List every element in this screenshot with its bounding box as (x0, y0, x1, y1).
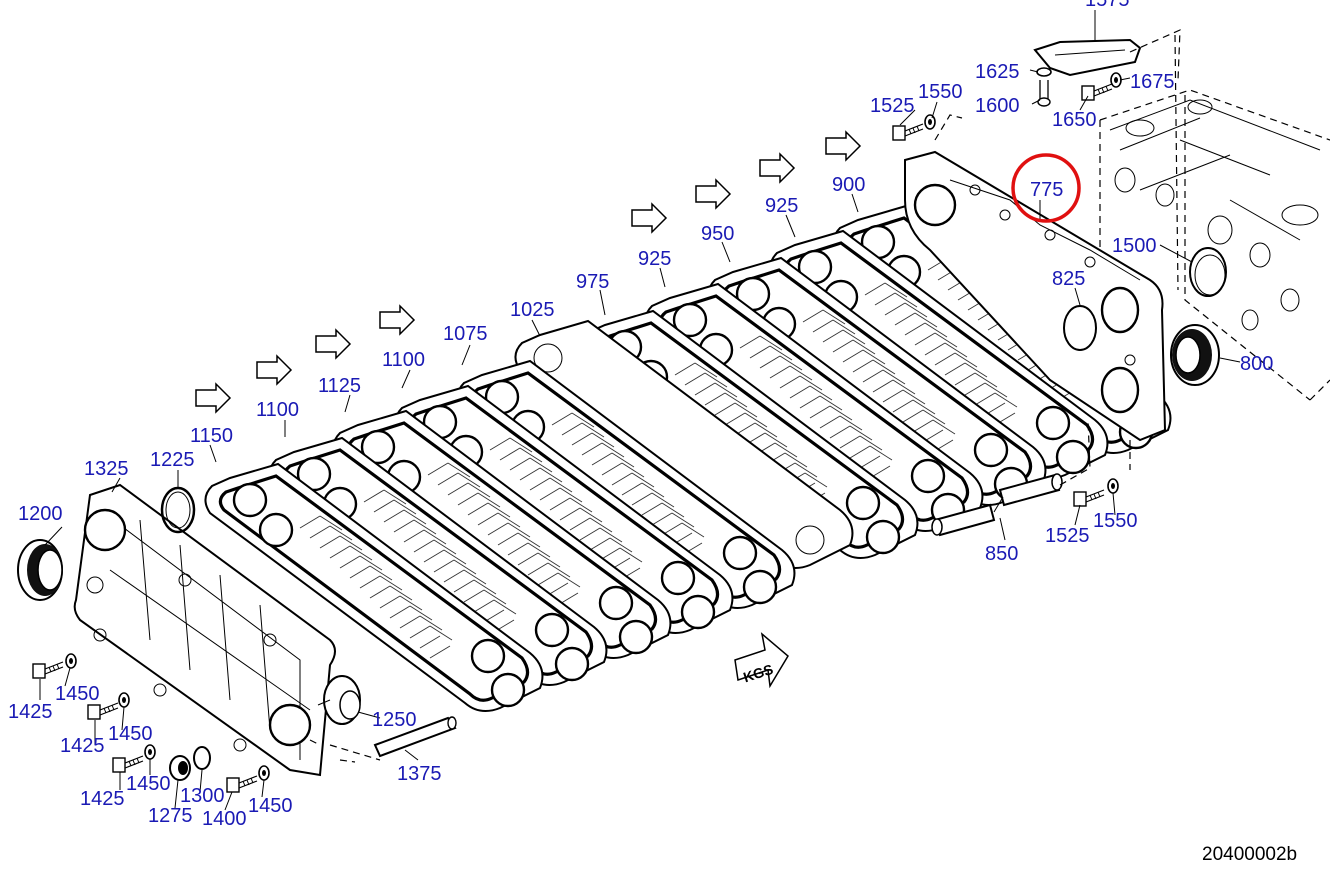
callout-1425-c: 1425 (80, 788, 125, 810)
callout-950: 950 (701, 223, 734, 245)
callout-1275: 1275 (148, 805, 193, 827)
callout-1400: 1400 (202, 808, 247, 830)
callout-1450-d: 1450 (248, 795, 293, 817)
drain-plug (169, 746, 211, 781)
callout-850: 850 (985, 543, 1018, 565)
intermediate-plate (904, 150, 1167, 442)
callout-1625: 1625 (975, 61, 1020, 83)
o-rings (1063, 247, 1227, 351)
callout-1300: 1300 (180, 785, 225, 807)
callout-1425-b: 1425 (60, 735, 105, 757)
leader-lines (39, 10, 1241, 811)
callout-1025: 1025 (510, 299, 555, 321)
callout-1075: 1075 (443, 323, 488, 345)
callout-925-front: 925 (638, 248, 671, 270)
callout-1250: 1250 (372, 709, 417, 731)
callout-925-rear: 925 (765, 195, 798, 217)
cover-1250 (317, 675, 361, 725)
top-bracket (1033, 29, 1181, 81)
callout-775: 775 (1030, 179, 1063, 201)
callout-1675: 1675 (1130, 71, 1175, 93)
callout-1425-a: 1425 (8, 701, 53, 723)
callout-1550-upper: 1550 (918, 81, 963, 103)
callout-1575: 1575 (1085, 0, 1130, 11)
guide-rods (329, 419, 1091, 763)
callout-1650: 1650 (1052, 109, 1097, 131)
seal-1225 (160, 486, 196, 534)
callout-1150: 1150 (190, 425, 233, 447)
kgs-direction-arrow: KGS (734, 632, 789, 689)
callout-1375: 1375 (397, 763, 442, 785)
callout-1600: 1600 (975, 95, 1020, 117)
callout-1325: 1325 (84, 458, 129, 480)
callout-1450-a: 1450 (55, 683, 100, 705)
callout-900: 900 (832, 174, 865, 196)
callout-1100-front: 1100 (256, 399, 299, 421)
callout-825: 825 (1052, 268, 1085, 290)
callout-1450-b: 1450 (108, 723, 153, 745)
callout-1550-lower: 1550 (1093, 510, 1138, 532)
callout-1450-c: 1450 (126, 773, 171, 795)
plate-stack (203, 204, 1173, 713)
callout-800: 800 (1240, 353, 1273, 375)
callout-1525-upper: 1525 (870, 95, 915, 117)
callout-1225: 1225 (150, 449, 195, 471)
callout-975: 975 (576, 271, 609, 293)
end-cover-front (73, 483, 336, 777)
callout-1500: 1500 (1112, 235, 1157, 257)
highlight-circle (1011, 153, 1081, 223)
callout-1125: 1125 (318, 375, 361, 397)
plug-1200 (17, 539, 63, 601)
document-id: 20400002b (1202, 844, 1297, 865)
plug-800 (1170, 324, 1220, 386)
callout-1200: 1200 (18, 503, 63, 525)
callout-1525-lower: 1525 (1045, 525, 1090, 547)
callout-1100-rear: 1100 (382, 349, 425, 371)
callout-labels: 1200 1325 1225 1150 1100 1125 1100 1075 … (8, 0, 1273, 830)
